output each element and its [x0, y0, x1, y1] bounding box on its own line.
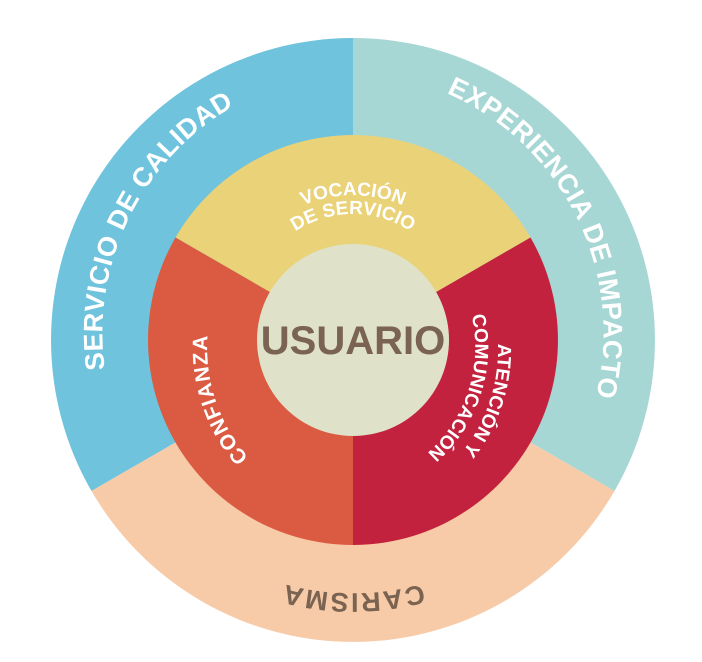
inner-sector-vocacion-de-servicio: [175, 135, 531, 340]
usuario-center-circle: [257, 244, 449, 436]
center-label: USUARIO: [261, 319, 445, 363]
